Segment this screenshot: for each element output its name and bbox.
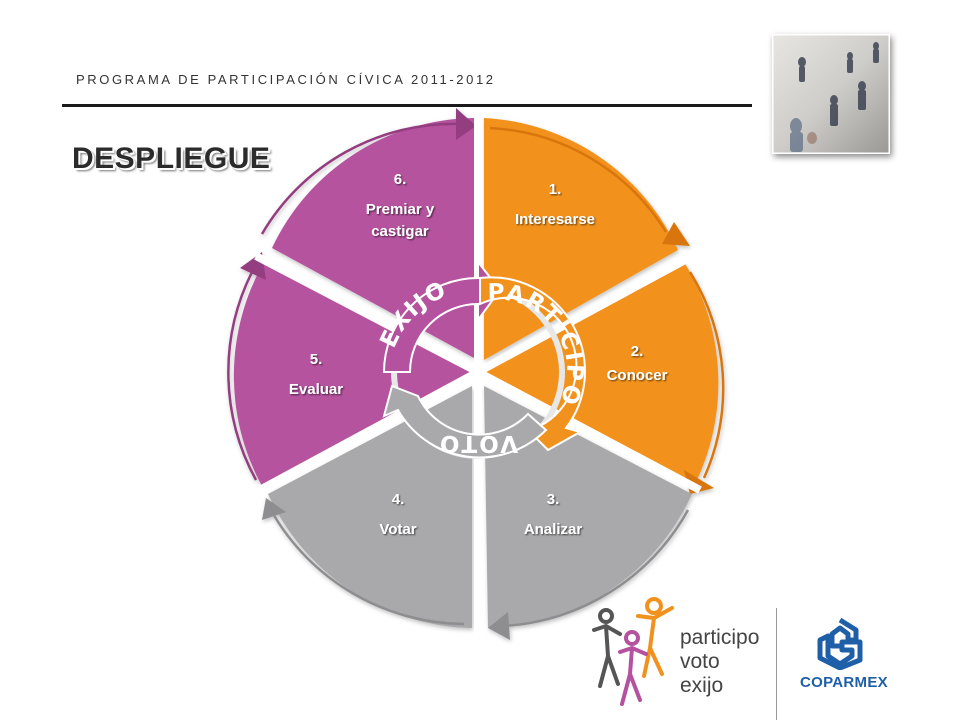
step-3-label: Analizar (524, 521, 583, 538)
step-5-number: 5. (310, 351, 323, 368)
step-1-number: 1. (549, 181, 562, 198)
logo-line-exijo: exijo (680, 674, 724, 697)
ring-word-voto: VOTO (438, 430, 518, 456)
step-2-number: 2. (631, 343, 644, 360)
segment-votar (262, 386, 472, 628)
step-3-number: 3. (547, 491, 560, 508)
segment-analizar (484, 386, 692, 640)
step-4-label: Votar (379, 521, 416, 538)
campaign-logo-text: participo voto exijo (680, 626, 759, 698)
step-1-label: Interesarse (515, 211, 595, 228)
step-6-label-line2: castigar (371, 223, 429, 240)
people-walking-photo (772, 34, 890, 154)
exijo-arc (382, 259, 502, 373)
coparmex-logo (817, 617, 863, 670)
step-6-number: 6. (394, 171, 407, 188)
program-label: PROGRAMA DE PARTICIPACIÓN CÍVICA 2011-20… (76, 72, 496, 87)
header-divider (62, 104, 752, 107)
inner-ring (382, 259, 586, 459)
spoke-dividers (254, 112, 702, 634)
step-2-label: Conocer (607, 367, 668, 384)
page-title: DESPLIEGUE (72, 142, 271, 175)
logo-line-participo: participo (680, 626, 760, 649)
step-6-label-line1: Premiar y (366, 201, 435, 218)
voto-arc (382, 384, 548, 459)
step-4-number: 4. (392, 491, 405, 508)
logo-divider (776, 608, 777, 720)
logo-line-voto: voto (680, 650, 720, 673)
brand-name: COPARMEX (800, 674, 888, 691)
three-figures-logo (592, 597, 674, 706)
step-5-label: Evaluar (289, 381, 343, 398)
